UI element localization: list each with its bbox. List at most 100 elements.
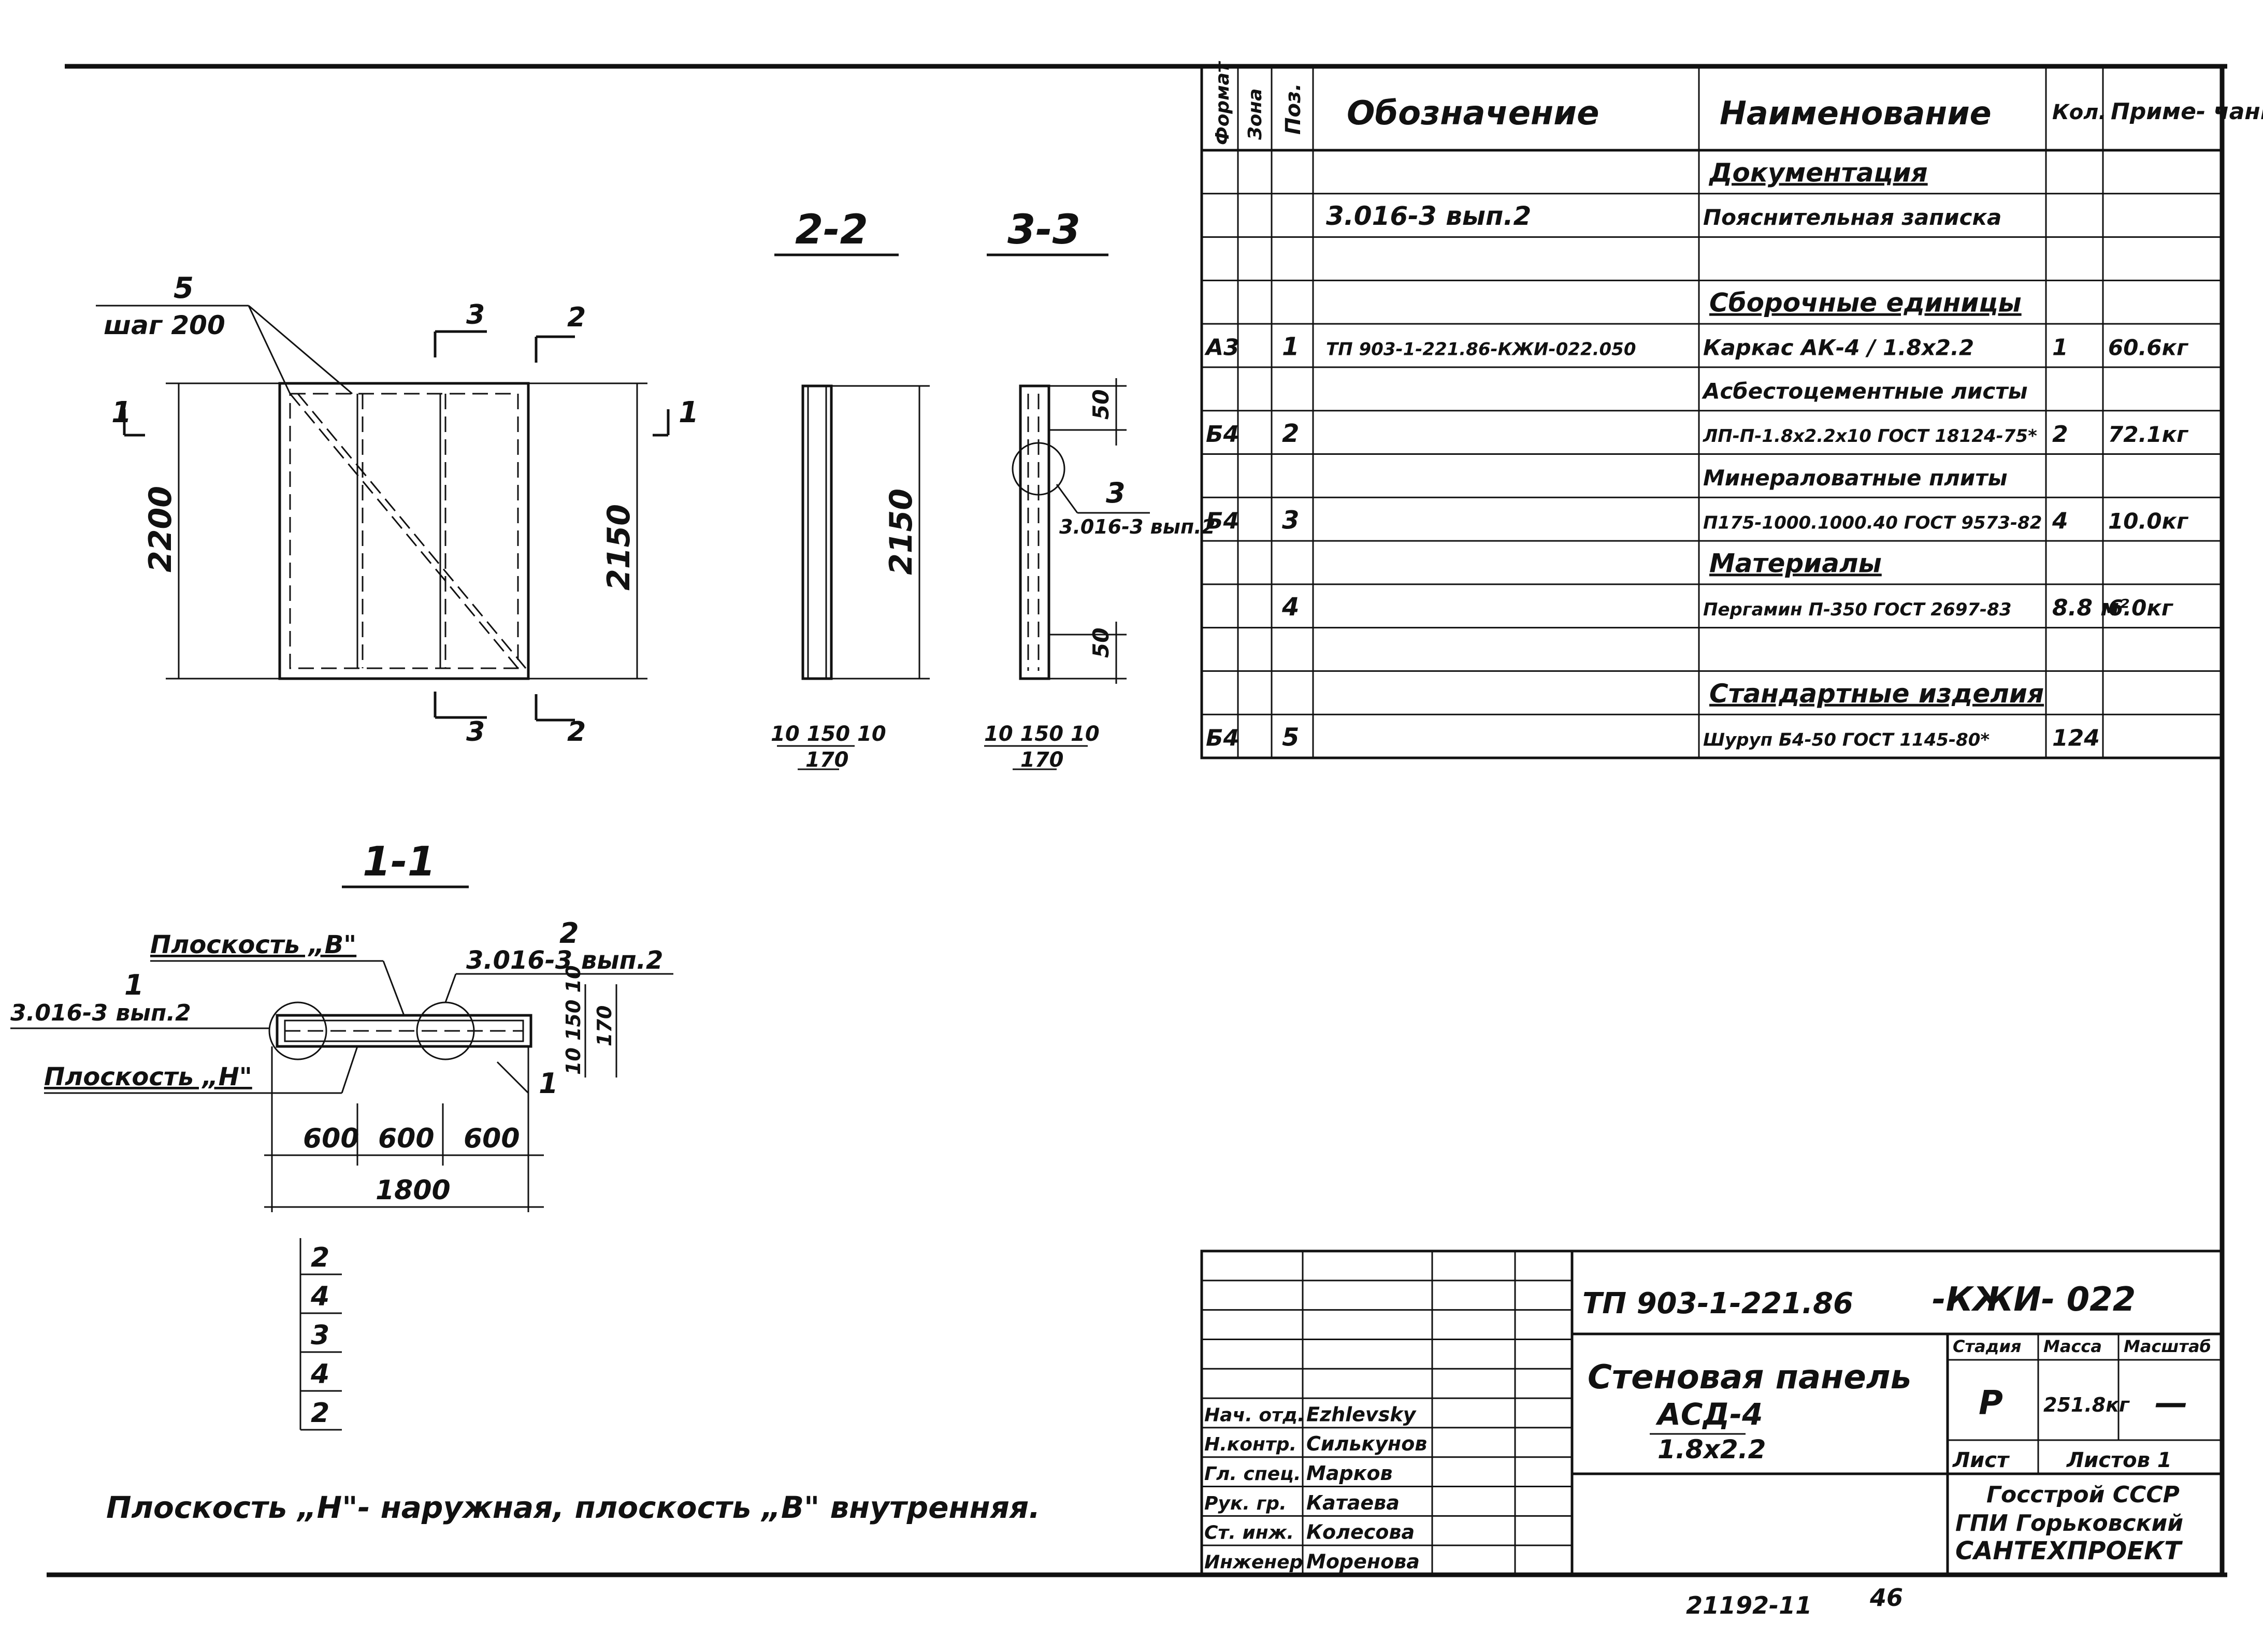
org-line-1: Госстрой СССР xyxy=(1986,1482,2180,1508)
spec-cell-section-heading: Документация xyxy=(1708,157,1928,188)
section33-node-ref: 3.016-3 вып.2 xyxy=(1059,515,1215,538)
spec-cell-format: Б4 xyxy=(1206,725,1239,752)
section-2-2-drawing: 2150 10 150 10 170 xyxy=(771,384,930,772)
plane-b-leader xyxy=(382,960,405,1016)
tb-role: Нач. отд. xyxy=(1204,1404,1305,1426)
cut1-left-label: 1 xyxy=(111,396,132,429)
header-qty: Кол. xyxy=(2052,100,2107,124)
tb-person-name: Моренова xyxy=(1306,1550,1420,1573)
total-span: 1800 xyxy=(376,1175,451,1206)
section22-height-label: 2150 xyxy=(883,489,919,575)
marker-1: 1 xyxy=(539,1067,558,1100)
scale-label: Масштаб xyxy=(2124,1337,2211,1356)
mass-label: Масса xyxy=(2043,1337,2102,1356)
spec-cell-pos: 3 xyxy=(1282,506,1299,535)
header-pos: Поз. xyxy=(1281,83,1305,135)
frame-dashed-outline xyxy=(289,393,519,669)
section33-top-dim: 50 xyxy=(1088,390,1114,420)
header-name: Наименование xyxy=(1720,94,1992,132)
section33-node-label: 3 xyxy=(1106,477,1126,509)
cut2-bottom-label: 2 xyxy=(567,716,586,748)
spec-cell-qty: 4 xyxy=(2052,508,2068,535)
pos5-leader-1 xyxy=(248,305,291,394)
plane-h-leader xyxy=(341,1046,358,1094)
spec-cell-designation: 3.016-3 вып.2 xyxy=(1326,201,1531,231)
node-right-num: 2 xyxy=(559,917,579,950)
header-note: Приме- чание xyxy=(2111,98,2263,125)
marker1-leader xyxy=(496,1061,529,1094)
header-format: Формат xyxy=(1212,61,1233,145)
spec-cell-qty: 2 xyxy=(2052,421,2068,448)
drawing-title-3: 1.8х2.2 xyxy=(1657,1434,1766,1464)
drawing-title-2: АСД-4 xyxy=(1655,1397,1763,1432)
spec-cell-format: Б4 xyxy=(1206,421,1239,448)
section22-outline xyxy=(801,384,833,680)
spec-cell-note: 72.1кг xyxy=(2108,422,2189,447)
tb-role: Инженер xyxy=(1204,1552,1303,1573)
node-right-ref: 3.016-3 вып.2 xyxy=(466,946,663,975)
node-left-ref: 3.016-3 вып.2 xyxy=(10,1000,191,1026)
spec-row-lines xyxy=(1202,193,2221,715)
span-1: 600 xyxy=(303,1123,359,1154)
node-left-num: 1 xyxy=(124,969,144,1001)
page-number: 46 xyxy=(1869,1584,1903,1612)
spec-cell-section-heading: Сборочные единицы xyxy=(1709,288,2022,318)
section-title-1-1: 1-1 xyxy=(363,839,436,885)
spec-table: Формат Зона Поз. Обозначение Наименовани… xyxy=(1200,61,2263,759)
tb-role: Гл. спец. xyxy=(1204,1463,1301,1485)
node-right-leader xyxy=(444,973,457,1003)
height-inner-label: 2150 xyxy=(601,504,637,591)
tb-left-rows xyxy=(1202,1280,1572,1546)
spec-cell-pos: 1 xyxy=(1282,332,1299,361)
section33-outline xyxy=(1019,384,1050,680)
span-2: 600 xyxy=(378,1123,435,1154)
spec-cell-name: Пергамин П-350 ГОСТ 2697-83 xyxy=(1703,599,2011,620)
spec-table-border xyxy=(1200,65,2223,759)
layer-2: 4 xyxy=(310,1281,329,1312)
spec-cell-pos: 4 xyxy=(1281,593,1299,622)
stage-label: Стадия xyxy=(1953,1337,2021,1356)
sheet-label: Лист xyxy=(1952,1448,2010,1472)
spec-cell-name: ЛП-П-1.8х2.2х10 ГОСТ 18124-75* xyxy=(1703,426,2037,447)
section-3-3-drawing: 3 3.016-3 вып.2 50 50 10 150 10 170 xyxy=(984,378,1215,772)
title-block: ТП 903-1-221.86 -КЖИ- 022 Стеновая панел… xyxy=(1200,1249,2223,1576)
scale-value: — xyxy=(2155,1384,2188,1423)
spec-cell-note: 6.0кг xyxy=(2108,595,2174,621)
spec-cell-qty: 8.8 м² xyxy=(2052,595,2129,621)
tb-person-name: Силькунов xyxy=(1306,1432,1427,1455)
spec-cell-name: Пояснительная записка xyxy=(1703,205,2001,230)
spec-cell-format: Б4 xyxy=(1206,508,1239,535)
plane-note: Плоскость „Н"- наружная, плоскость „В" в… xyxy=(106,1490,1040,1525)
section-1-1-drawing: Плоскость „В" Плоскость „Н" 1 3.016-3 вы… xyxy=(10,917,673,1431)
org-line-2: ГПИ Горьковский xyxy=(1955,1510,2183,1536)
tb-person-name: Марков xyxy=(1306,1462,1393,1485)
drawing-title-1: Стеновая панель xyxy=(1588,1358,1911,1397)
spec-cell-name: Шуруп Б4-50 ГОСТ 1145-80* xyxy=(1703,730,1990,751)
section22-total: 170 xyxy=(805,748,849,772)
tb-person-name: Ezhlevsky xyxy=(1306,1403,1417,1426)
org-line-3: САНТЕХПРОЕКТ xyxy=(1955,1536,2183,1565)
stage-value: Р xyxy=(1979,1384,2003,1423)
spec-cell-name: П175-1000.1000.40 ГОСТ 9573-82 xyxy=(1703,513,2042,534)
spec-cell-name: Каркас АК-4 / 1.8х2.2 xyxy=(1703,335,1974,360)
spec-cell-pos: 5 xyxy=(1282,723,1299,752)
plane-b-label: Плоскость „В" xyxy=(150,930,356,959)
title-block-border xyxy=(1200,1249,2223,1576)
plane-h-label: Плоскость „Н" xyxy=(44,1062,252,1091)
header-designation: Обозначение xyxy=(1347,94,1599,133)
cut3-top-label: 3 xyxy=(466,299,485,331)
section33-dims: 10 150 10 xyxy=(984,722,1100,746)
doc-code-right: -КЖИ- 022 xyxy=(1932,1281,2136,1319)
spec-cell-section-heading: Материалы xyxy=(1709,548,1882,578)
pos5-label: 5 xyxy=(174,271,194,305)
diagonal-brace-1 xyxy=(289,393,519,669)
doc-code-left: ТП 903-1-221.86 xyxy=(1582,1287,1853,1320)
tb-role: Ст. инж. xyxy=(1204,1522,1294,1544)
spec-cell-note: 10.0кг xyxy=(2108,509,2189,534)
header-zone: Зона xyxy=(1245,89,1266,140)
order-number: 21192-11 xyxy=(1686,1591,1812,1619)
panel-plan: 5 шаг 200 2200 2150 1 1 3 2 3 2 xyxy=(96,271,699,748)
section-title-2-2: 2-2 xyxy=(795,207,868,253)
section33-node-circle xyxy=(1012,442,1065,496)
